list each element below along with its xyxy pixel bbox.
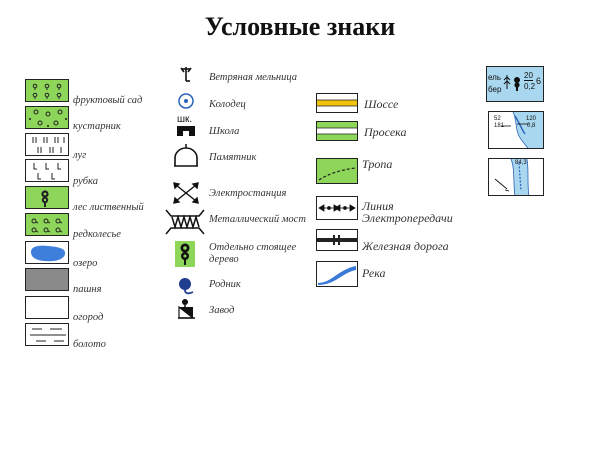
- legend-label-sparse-forest: редколесье: [73, 229, 121, 240]
- forest-cutting-icon: [316, 121, 358, 141]
- legend-label-well: Колодец: [209, 99, 246, 110]
- legend-label-lake: озеро: [73, 258, 98, 269]
- river-width-map-text-2: 181: [494, 123, 505, 129]
- lone-tree-swatch: [175, 241, 195, 267]
- legend-label-meadow: луг: [73, 150, 87, 161]
- river-depth-map-text-1: 84,3: [515, 160, 527, 166]
- windmill-icon: [180, 67, 192, 82]
- deciduous-forest-icon: [41, 190, 49, 207]
- lone-tree-icon: [180, 243, 190, 265]
- forest-characteristic-icon: [503, 75, 520, 91]
- legend-label-school: Школа: [209, 126, 240, 137]
- shrub-swatch: [25, 106, 69, 129]
- legend-label-power-station: Электростанция: [209, 188, 287, 199]
- trail-icon: [316, 158, 358, 184]
- legend-label-clearing-cut: рубка: [73, 176, 98, 187]
- meadow-swatch: [25, 133, 69, 156]
- legend-label-vegetable-garden: огород: [73, 312, 104, 323]
- lake-swatch: [25, 241, 69, 264]
- river-depth-map-icon: [494, 159, 530, 195]
- power-station-icon: [173, 182, 199, 204]
- power-line-icon: [316, 196, 358, 220]
- vegetable-garden-swatch: [25, 296, 69, 319]
- legend-label-windmill: Ветряная мельница: [209, 72, 298, 83]
- swamp-icon: [30, 328, 66, 342]
- legend-label-swamp: болото: [73, 339, 106, 350]
- legend-label-power-line: Линия Электропередачи: [362, 199, 453, 225]
- lake-icon: [31, 245, 66, 262]
- river-width-map-swatch: 52 181 120 0,8: [488, 111, 544, 149]
- metal-bridge-icon: [165, 209, 205, 235]
- legend-label-spring: Родник: [209, 279, 241, 290]
- river-width-map-text-3: 120: [526, 116, 537, 122]
- legend-label-forest-cutting: Просека: [364, 125, 407, 139]
- river-depth-map-swatch: 84,3: [488, 158, 544, 196]
- school-icon: [177, 126, 195, 136]
- railway-icon: [316, 229, 358, 251]
- river-width-map-text-1: 52: [494, 116, 501, 122]
- school-icon-text: шк.: [177, 114, 193, 125]
- forest-characteristic-text-4: 0,2: [524, 82, 536, 91]
- forest-characteristic-text-1: ель: [488, 73, 502, 82]
- forest-characteristic-text-3: 20: [524, 71, 533, 81]
- orchard-icon: [32, 83, 62, 99]
- spring-icon: [179, 278, 194, 295]
- well-icon: [178, 93, 194, 109]
- sparse-forest-swatch: [25, 213, 69, 236]
- river-icon: [316, 261, 358, 287]
- shrub-icon: [29, 109, 67, 127]
- meadow-icon: [32, 137, 65, 153]
- deciduous-forest-swatch: [25, 186, 69, 209]
- legend-label-trail: Тропа: [362, 157, 393, 171]
- orchard-swatch: [25, 79, 69, 102]
- highway-icon: [316, 93, 358, 113]
- legend-label-railway: Железная дорога: [362, 239, 449, 253]
- legend-label-shrub: кустарник: [73, 121, 121, 132]
- forest-characteristic-swatch: ель бер 20 0,2 6: [486, 66, 544, 102]
- clearing-cut-swatch: [25, 159, 69, 182]
- swamp-swatch: [25, 323, 69, 346]
- legend-label-lone-tree: Отдельно стоящее дерево: [209, 242, 297, 265]
- monument-icon: [174, 144, 198, 167]
- river-width-map-text-4: 0,8: [527, 123, 536, 129]
- clearing-cut-icon: [33, 163, 61, 180]
- legend-label-arable-land: пашня: [73, 284, 102, 295]
- page-title: Условные знаки: [204, 12, 396, 41]
- factory-icon: [178, 299, 195, 319]
- sparse-forest-icon: [31, 218, 63, 233]
- legend-label-deciduous-forest: лес лиственный: [73, 202, 144, 213]
- legend-label-factory: Завод: [209, 305, 235, 316]
- legend-label-river: Река: [362, 266, 386, 280]
- legend-label-monument: Памятник: [209, 152, 257, 163]
- forest-characteristic-text-2: бер: [488, 85, 502, 94]
- legend-label-highway: Шоссе: [364, 97, 399, 111]
- legend-label-metal-bridge: Металлический мост: [209, 214, 306, 225]
- legend-label-orchard: фруктовый сад: [73, 95, 143, 106]
- arable-land-swatch: [25, 268, 69, 291]
- forest-characteristic-text-5: 6: [536, 76, 542, 86]
- river-width-map-icon: [501, 112, 543, 148]
